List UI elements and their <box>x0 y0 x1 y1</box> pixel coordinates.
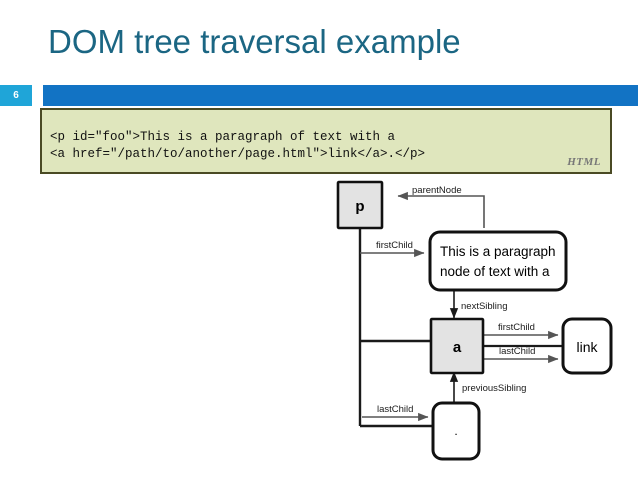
node-link[interactable]: link <box>561 317 613 375</box>
page-title: DOM tree traversal example <box>48 23 461 60</box>
slide-number-badge: 6 <box>0 85 32 106</box>
dom-tree-diagram: p This is a paragraph node of text with … <box>336 176 632 472</box>
edge-label-next-sibling: nextSibling <box>461 301 507 312</box>
node-text-label-line1: This is a paragraph <box>440 244 556 259</box>
edge-label-parent-node: parentNode <box>412 185 462 196</box>
code-snippet: <p id="foo">This is a paragraph of text … <box>50 129 426 161</box>
edge-label-last-child-p: lastChild <box>377 404 413 415</box>
node-text-label-line2: node of text with a <box>440 264 550 279</box>
node-p-label: p <box>355 198 364 215</box>
node-a[interactable]: a <box>429 317 485 375</box>
node-a-label: a <box>453 339 462 356</box>
node-link-label: link <box>576 339 598 355</box>
code-block: <p id="foo">This is a paragraph of text … <box>40 108 612 174</box>
edge-label-last-child-a: lastChild <box>499 346 535 357</box>
edge-label-first-child-a: firstChild <box>498 322 535 333</box>
code-language-label: HTML <box>567 156 601 168</box>
node-p[interactable]: p <box>336 180 384 230</box>
header-accent-bar <box>43 85 638 106</box>
node-period[interactable]: . <box>431 401 481 461</box>
edge-label-first-child-p: firstChild <box>376 240 413 251</box>
edge-parent-node <box>397 191 485 228</box>
node-text[interactable]: This is a paragraph node of text with a <box>428 230 568 292</box>
node-period-label: . <box>454 424 457 438</box>
edge-label-previous-sibling: previousSibling <box>462 383 526 394</box>
